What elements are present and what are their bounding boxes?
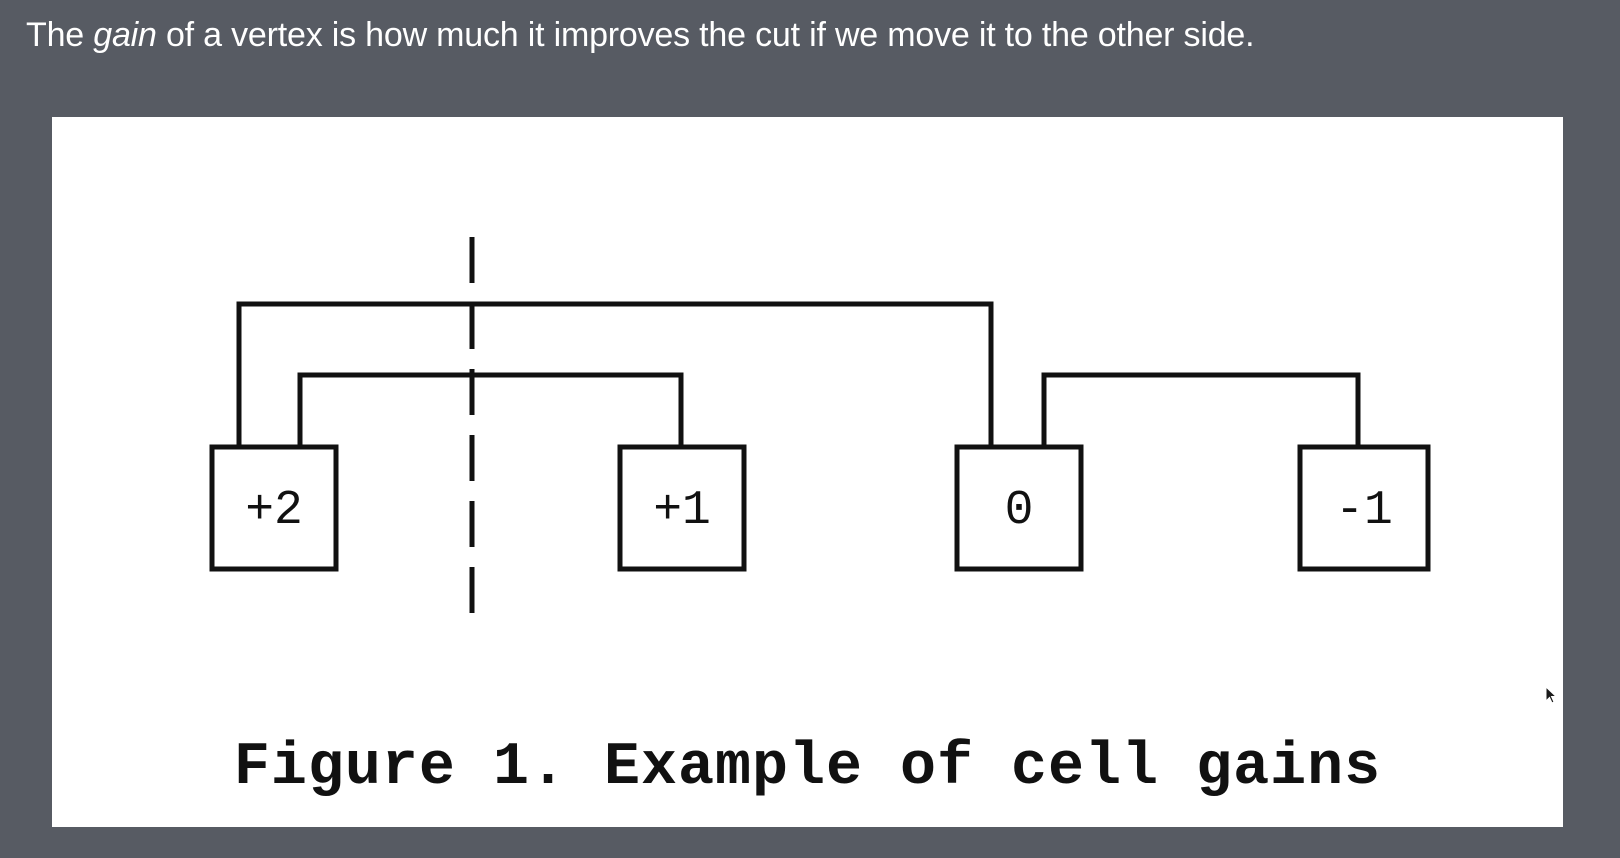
cell-box-1 — [209, 444, 339, 572]
cell-gain-1: +2 — [245, 484, 303, 538]
net-left-inner — [297, 372, 684, 450]
figure-caption: Figure 1. Example of cell gains — [233, 734, 1382, 802]
cell-box-4 — [1297, 444, 1431, 572]
cell-gain-3: 0 — [1005, 484, 1034, 538]
cell-gain-2: +1 — [653, 484, 711, 538]
header-text-before: The — [26, 16, 94, 54]
figure-panel: +2 +1 0 -1 Figure 1. Example of cell gai… — [52, 117, 1563, 827]
header-emphasis: gain — [93, 16, 157, 54]
header-text: The gain of a vertex is how much it impr… — [26, 10, 1255, 60]
mouse-pointer-icon — [1545, 686, 1558, 704]
net-outer — [236, 301, 994, 450]
cell-box-3 — [954, 444, 1084, 572]
cell-gains-diagram: +2 +1 0 -1 — [209, 237, 1431, 617]
header-text-after: of a vertex is how much it improves the … — [156, 16, 1255, 54]
cell-box-2 — [617, 444, 747, 572]
net-right — [1041, 372, 1361, 450]
cell-gain-4: -1 — [1335, 484, 1393, 538]
